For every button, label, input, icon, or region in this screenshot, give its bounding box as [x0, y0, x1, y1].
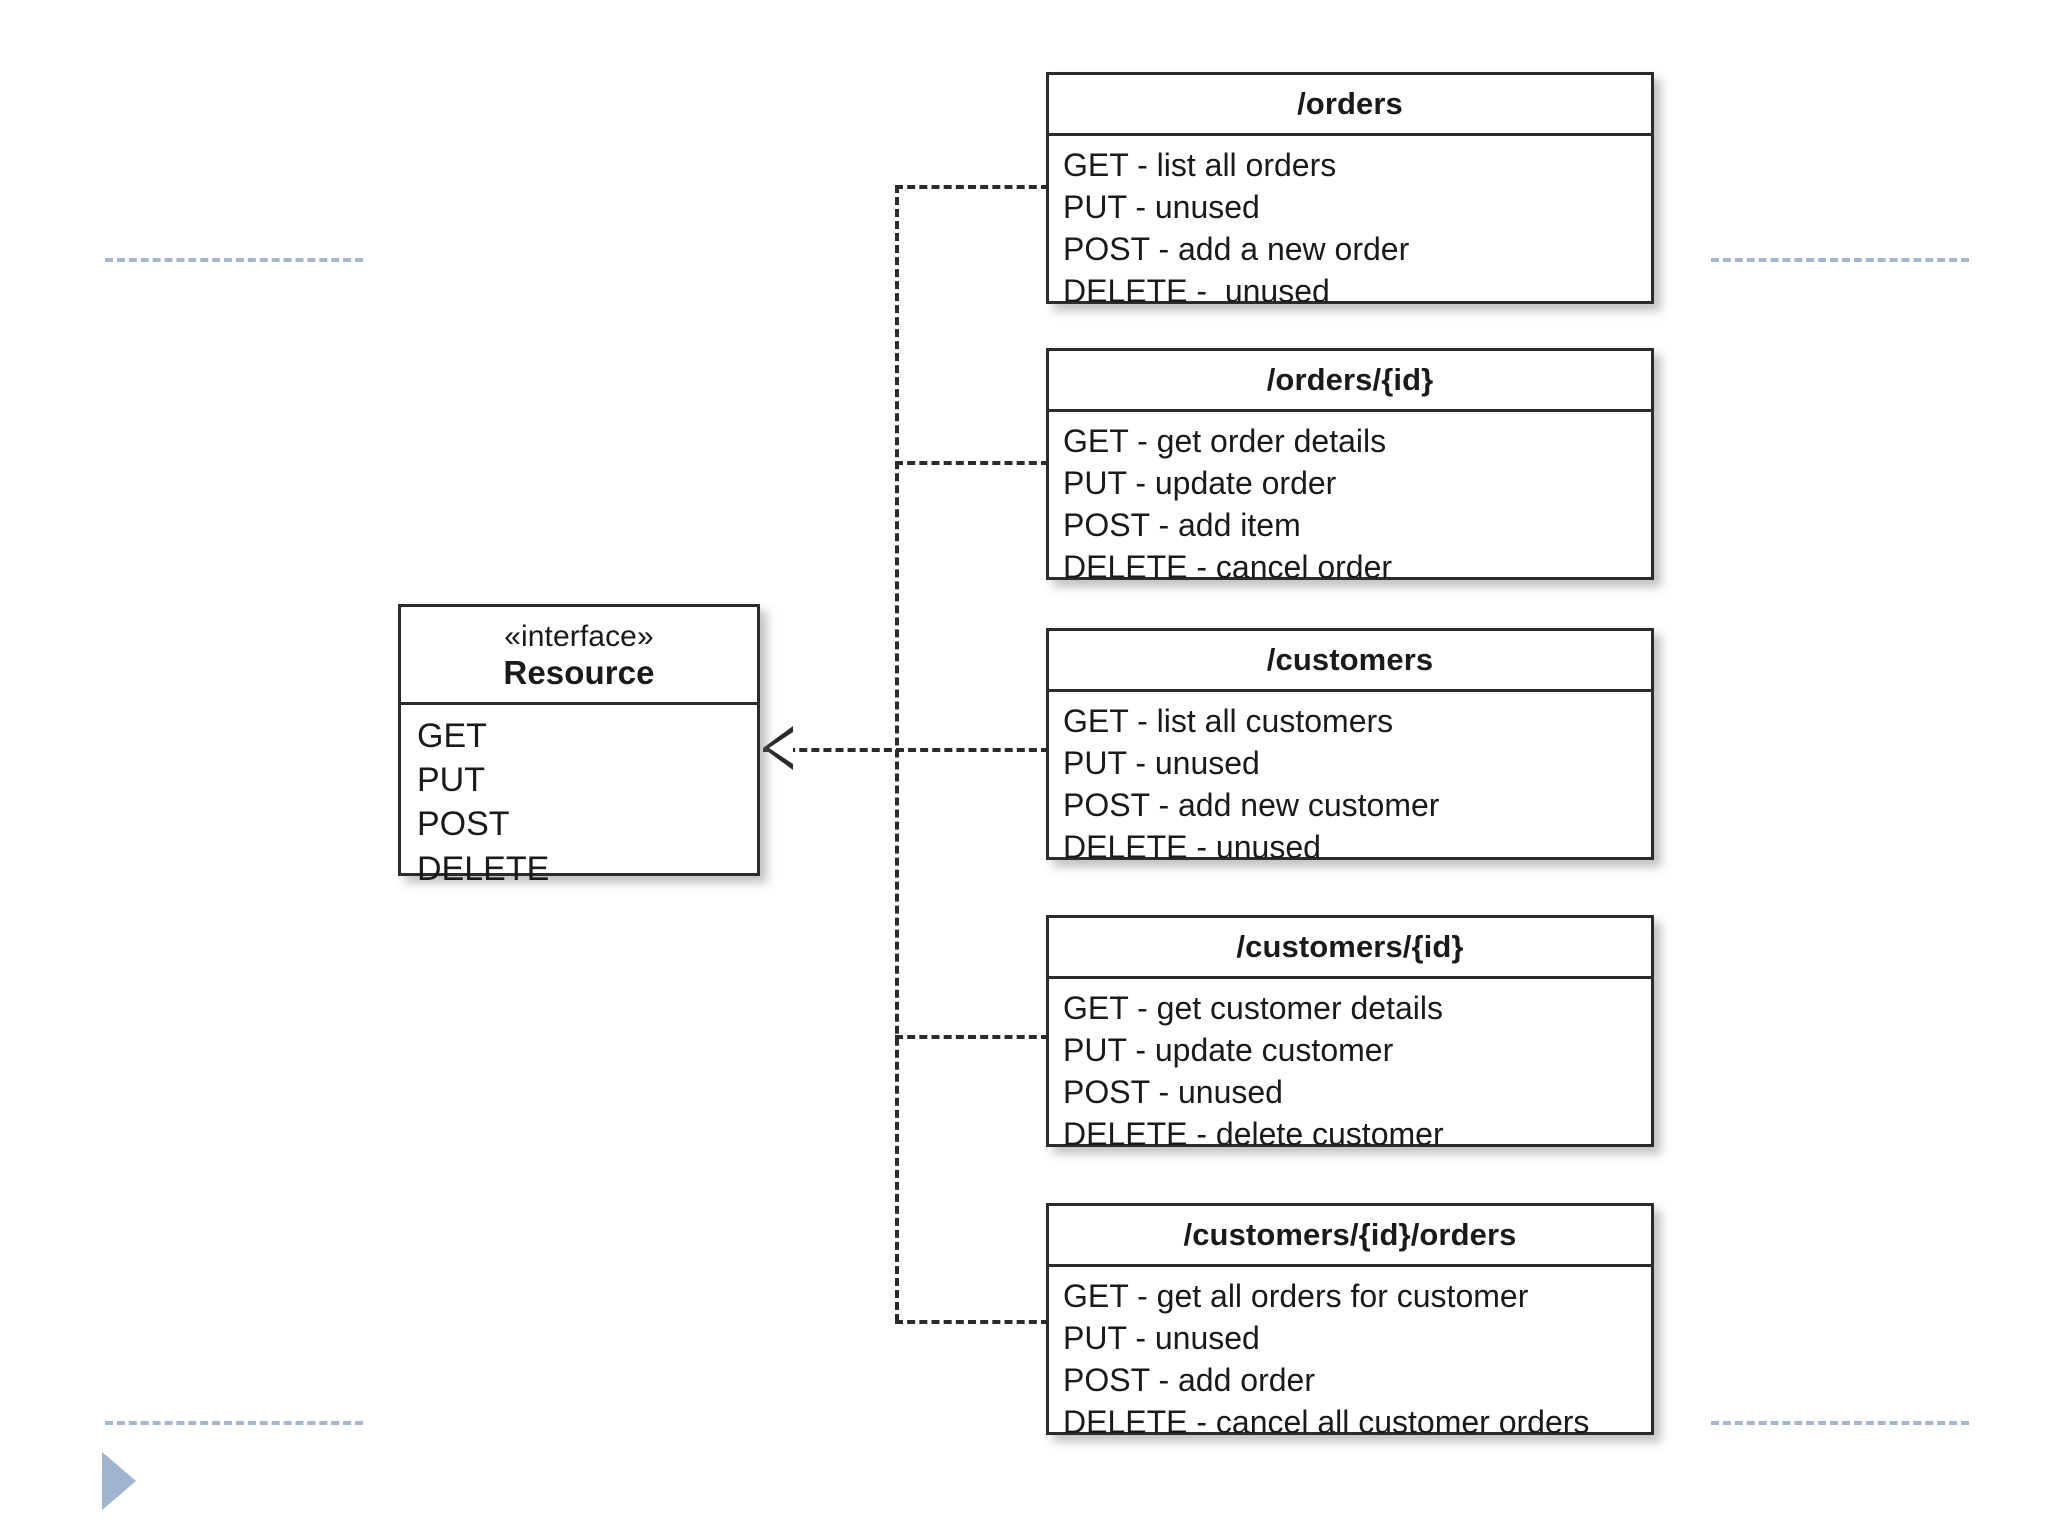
- method-row-put: PUT - unused: [1063, 1319, 1260, 1356]
- interface-operation-delete: DELETE: [417, 849, 550, 888]
- connector-branch-orders-id: [895, 461, 1049, 465]
- interface-operation-get: GET: [417, 717, 487, 756]
- endpoint-title-orders-id: /orders/{id}: [1049, 351, 1651, 412]
- method-row-delete: DELETE - cancel order: [1063, 549, 1393, 586]
- endpoint-box-orders[interactable]: /orders GET - list all orders PUT - unus…: [1046, 72, 1654, 309]
- realization-arrowhead-fill: [769, 732, 793, 764]
- method-row-put: PUT - unused: [1063, 744, 1260, 781]
- method-row-get: GET - list all customers: [1063, 702, 1394, 739]
- connector-branch-orders: [895, 185, 1049, 189]
- method-row-put: PUT - unused: [1063, 188, 1260, 225]
- method-row-delete: DELETE - unused: [1063, 273, 1330, 310]
- method-row-get: GET - list all orders: [1063, 146, 1337, 183]
- method-row-get: GET - get customer details: [1063, 989, 1443, 1026]
- interface-operation-post: POST: [417, 805, 510, 844]
- endpoint-methods-customers-id: GET - get customer details PUT - update …: [1049, 979, 1651, 1166]
- guide-line-bottom-right: [1711, 1421, 1969, 1425]
- interface-class-name: Resource: [503, 653, 655, 691]
- method-row-delete: DELETE - unused: [1063, 829, 1321, 866]
- endpoint-methods-orders: GET - list all orders PUT - unused POST …: [1049, 136, 1651, 323]
- endpoint-title-orders: /orders: [1049, 75, 1651, 136]
- endpoint-box-orders-id[interactable]: /orders/{id} GET - get order details PUT…: [1046, 348, 1654, 585]
- method-row-delete: DELETE - cancel all customer orders: [1063, 1404, 1590, 1441]
- connector-branch-customers-id: [895, 1035, 1049, 1039]
- endpoint-box-customers-id-orders[interactable]: /customers/{id}/orders GET - get all ord…: [1046, 1203, 1654, 1440]
- connector-trunk-vertical: [895, 185, 899, 1322]
- method-row-post: POST - add a new order: [1063, 231, 1410, 268]
- guide-line-top-right: [1711, 258, 1969, 262]
- endpoint-title-customers-id: /customers/{id}: [1049, 918, 1651, 979]
- connector-branch-customers: [763, 748, 1049, 752]
- method-row-post: POST - add item: [1063, 507, 1301, 544]
- endpoint-box-customers[interactable]: /customers GET - list all customers PUT …: [1046, 628, 1654, 865]
- method-row-post: POST - add order: [1063, 1362, 1315, 1399]
- endpoint-methods-orders-id: GET - get order details PUT - update ord…: [1049, 412, 1651, 599]
- interface-resource-header: «interface» Resource: [401, 607, 757, 706]
- method-row-put: PUT - update order: [1063, 464, 1337, 501]
- endpoint-box-customers-id[interactable]: /customers/{id} GET - get customer detai…: [1046, 915, 1654, 1152]
- guide-line-bottom-left: [105, 1421, 363, 1425]
- endpoint-title-customers-id-orders: /customers/{id}/orders: [1049, 1206, 1651, 1267]
- connector-branch-customers-id-orders: [895, 1320, 1049, 1324]
- interface-resource-box[interactable]: «interface» Resource GET PUT POST DELETE: [398, 604, 760, 888]
- method-row-get: GET - get order details: [1063, 422, 1387, 459]
- method-row-delete: DELETE - delete customer: [1063, 1116, 1444, 1153]
- interface-stereotype-label: «interface»: [504, 620, 654, 653]
- endpoint-title-customers: /customers: [1049, 631, 1651, 692]
- endpoint-methods-customers-id-orders: GET - get all orders for customer PUT - …: [1049, 1267, 1651, 1454]
- method-row-get: GET - get all orders for customer: [1063, 1277, 1529, 1314]
- guide-line-top-left: [105, 258, 363, 262]
- method-row-post: POST - unused: [1063, 1074, 1283, 1111]
- method-row-put: PUT - update customer: [1063, 1031, 1394, 1068]
- interface-resource-operations: GET PUT POST DELETE: [401, 705, 757, 901]
- interface-operation-put: PUT: [417, 761, 485, 800]
- endpoint-methods-customers: GET - list all customers PUT - unused PO…: [1049, 692, 1651, 879]
- method-row-post: POST - add new customer: [1063, 787, 1440, 824]
- play-triangle-icon[interactable]: [102, 1452, 136, 1510]
